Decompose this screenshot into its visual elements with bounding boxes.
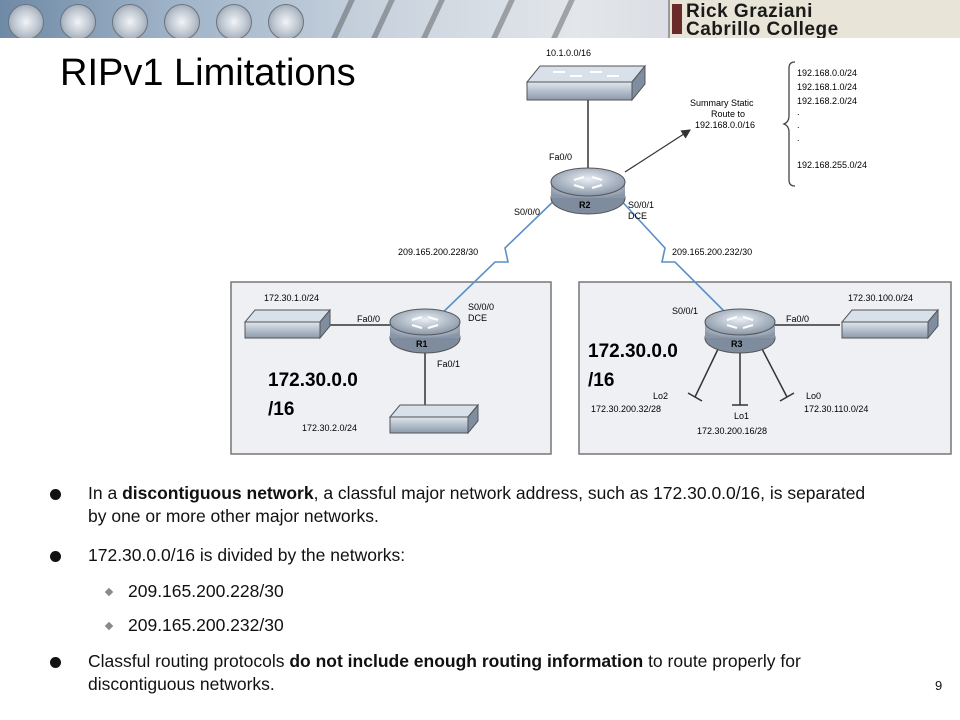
cd-disc-image <box>268 4 304 38</box>
page-number: 9 <box>935 678 943 693</box>
switch-r1-lan-bottom <box>388 403 480 435</box>
label-r1-fa00: Fa0/0 <box>357 314 380 324</box>
label-r1-fa01: Fa0/1 <box>437 359 460 369</box>
cd-disc-image <box>216 4 252 38</box>
label-summary-route: 192.168.0.0/24 <box>797 68 857 78</box>
switch-top <box>525 64 647 102</box>
switch-r3-lan <box>840 308 940 340</box>
loopback-lo0-line <box>759 344 788 398</box>
label-r2-s001: S0/0/1 <box>628 200 654 210</box>
label-r2-dce: DCE <box>628 211 647 221</box>
router-r2 <box>550 167 626 215</box>
label-summary-route: 192.168.2.0/24 <box>797 96 857 106</box>
brand-author: Rick Graziani <box>686 1 813 22</box>
label-top-switch-network: 10.1.0.0/16 <box>546 48 591 58</box>
label-summary-line3: 192.168.0.0/16 <box>695 120 755 130</box>
label-summary-line1: Summary Static <box>690 98 754 108</box>
slide-title: RIPv1 Limitations <box>60 52 356 94</box>
brand-block: Rick Graziani Cabrillo College <box>668 0 960 38</box>
label-r3-lo1: Lo1 <box>734 411 749 421</box>
switch-r1-lan-top <box>243 308 332 340</box>
left-major-network: 172.30.0.0 /16 <box>268 366 358 424</box>
label-left-link: 209.165.200.228/30 <box>398 247 478 257</box>
college-logo <box>672 4 682 34</box>
router-r3 <box>704 308 776 354</box>
label-r3-s001: S0/0/1 <box>672 306 698 316</box>
label-right-link: 209.165.200.232/30 <box>672 247 752 257</box>
summary-arrow <box>624 129 692 173</box>
cd-disc-image <box>8 4 44 38</box>
label-r1-s000: S0/0/0 <box>468 302 494 312</box>
right-major-network: 172.30.0.0 /16 <box>588 337 678 395</box>
sub-bullet-marker <box>104 587 114 597</box>
label-summary-ellipsis: . <box>797 120 800 130</box>
label-r1-name: R1 <box>416 339 428 349</box>
label-r3-lo1-net: 172.30.200.16/28 <box>697 426 767 436</box>
bullet-dot <box>50 489 61 500</box>
serial-link-r1-r2 <box>434 194 561 321</box>
label-r2-s000: S0/0/0 <box>514 207 540 217</box>
bullet-dot <box>50 551 61 562</box>
label-summary-line2: Route to <box>711 109 745 119</box>
serial-link-r2-r3 <box>615 194 734 321</box>
label-r2-fa00: Fa0/0 <box>549 152 572 162</box>
bullet-dot <box>50 657 61 668</box>
cd-disc-image <box>112 4 148 38</box>
right-major-network-address: 172.30.0.0 <box>588 341 678 362</box>
label-r3-lo2: Lo2 <box>653 391 668 401</box>
label-r3-lan: 172.30.100.0/24 <box>848 293 913 303</box>
label-r3-lo0: Lo0 <box>806 391 821 401</box>
label-summary-route: 192.168.255.0/24 <box>797 160 867 170</box>
label-r3-fa00: Fa0/0 <box>786 314 809 324</box>
right-major-network-prefix: /16 <box>588 370 615 391</box>
label-r2-name: R2 <box>579 200 591 210</box>
label-summary-route: 192.168.1.0/24 <box>797 82 857 92</box>
label-r3-lo0-net: 172.30.110.0/24 <box>804 404 868 414</box>
label-r1-lan-bottom: 172.30.2.0/24 <box>302 423 357 433</box>
left-major-network-address: 172.30.0.0 <box>268 370 358 391</box>
cd-disc-image <box>164 4 200 38</box>
brand-college: Cabrillo College <box>686 19 839 38</box>
label-r3-name: R3 <box>731 339 743 349</box>
loopback-lo2-line <box>694 344 721 398</box>
label-summary-ellipsis: . <box>797 107 800 117</box>
router-r1 <box>389 308 461 354</box>
label-r1-dce: DCE <box>468 313 487 323</box>
left-major-network-prefix: /16 <box>268 399 295 420</box>
header-banner: Rick Graziani Cabrillo College <box>0 0 960 38</box>
label-r1-lan-top: 172.30.1.0/24 <box>264 293 319 303</box>
cd-disc-image <box>60 4 96 38</box>
network-diagram: 10.1.0.0/16 Fa0/0 S0/0/0 S0/0/1 DCE R2 S… <box>230 48 952 455</box>
label-r3-lo2-net: 172.30.200.32/28 <box>591 404 661 414</box>
sub-bullet-marker <box>104 621 114 631</box>
label-summary-ellipsis: . <box>797 133 800 143</box>
summary-bracket <box>782 61 796 187</box>
